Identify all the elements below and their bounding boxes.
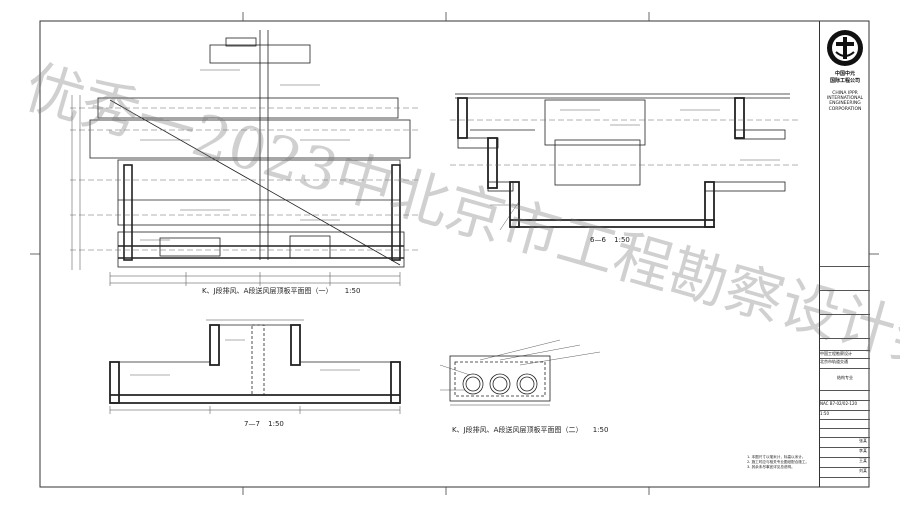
plan-2-title: K、J段排风、A段送风层顶板平面图（二） xyxy=(452,426,583,434)
section-top-title-group: 6—6 1:50 xyxy=(590,236,630,244)
company-name-cn-2: 国际工程公司 xyxy=(829,78,860,84)
plan-2-scale: 1:50 xyxy=(592,426,609,434)
tb-row-blank xyxy=(820,390,870,401)
section-7-7-title: 7—7 xyxy=(244,420,260,428)
plan-1-title: K、J段排风、A段送风层顶板平面图（一） xyxy=(202,287,333,295)
company-name-cn-1: 中国中元 xyxy=(834,71,855,77)
section-top-title: 6—6 xyxy=(590,236,606,244)
company-name-en: CHINA IPPR INTERNATIONAL ENGINEERING COR… xyxy=(826,91,864,112)
tb-row-blank xyxy=(820,314,870,339)
plan-1-title-group: K、J段排风、A段送风层顶板平面图（一） 1:50 xyxy=(202,286,360,296)
section-7-7-scale: 1:50 xyxy=(268,420,284,428)
section-top-scale: 1:50 xyxy=(614,236,630,244)
note-line: 1. 本图尺寸以毫米计，标高以米计。 xyxy=(747,455,806,459)
plan-2-title-group: K、J段排风、A段送风层顶板平面图（二） 1:50 xyxy=(452,425,608,435)
tb-drawing-title: 结构专业 xyxy=(820,368,870,390)
tb-row-blank xyxy=(820,266,870,291)
plan-1-drawing xyxy=(70,30,420,286)
tb-row-blank xyxy=(820,428,870,438)
note-line: 3. 其余未尽事宜详见总说明。 xyxy=(747,465,795,469)
title-block: 中国中元 国际工程公司 CHINA IPPR INTERNATIONAL ENG… xyxy=(819,21,870,487)
tb-signer: 王某 xyxy=(820,457,870,467)
plan-1-scale: 1:50 xyxy=(344,287,361,295)
tb-drawing-number: NAC B7-02/02-120 xyxy=(820,400,870,411)
tb-row-blank xyxy=(820,290,870,315)
company-logo-icon xyxy=(827,30,863,66)
sheet-border xyxy=(39,20,870,488)
tb-scale: 1:50 xyxy=(820,410,870,420)
tb-project-line-1: 中国工程勘察设计 xyxy=(820,350,870,359)
section-7-7-title-group: 7—7 1:50 xyxy=(244,420,284,428)
frame-ticks xyxy=(30,12,879,495)
tb-signer: 李某 xyxy=(820,447,870,457)
section-7-7-drawing xyxy=(109,319,401,414)
tb-row-blank xyxy=(820,477,870,488)
tb-signer: 张某 xyxy=(820,437,870,447)
note-line: 2. 施工时应与相关专业图纸配合施工。 xyxy=(747,460,810,464)
section-top-drawing xyxy=(450,93,800,231)
tb-row-blank xyxy=(820,419,870,429)
tb-signer: 刘某 xyxy=(820,467,870,477)
notes-block: 1. 本图尺寸以毫米计，标高以米计。 2. 施工时应与相关专业图纸配合施工。 3… xyxy=(747,455,809,470)
tb-project-line-2: 北京市轨道交通 xyxy=(820,358,870,369)
tb-row-blank xyxy=(820,338,870,351)
plan-2-drawing xyxy=(439,339,601,406)
